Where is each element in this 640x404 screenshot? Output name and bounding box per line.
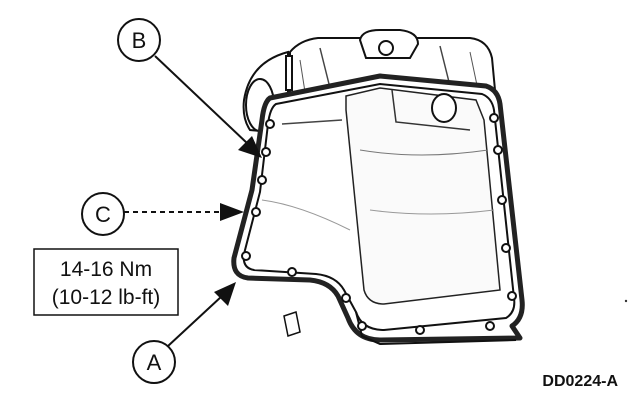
- callout-b-label: B: [132, 28, 147, 53]
- callout-a-arrowhead: [214, 282, 236, 306]
- figure-code: DD0224-A: [542, 373, 618, 390]
- bolt: [261, 147, 271, 157]
- callout-a-circle: [132, 340, 176, 384]
- callout-a-label: A: [147, 350, 162, 375]
- bolt: [485, 321, 495, 331]
- callout-c-label: C: [95, 202, 111, 227]
- bolt: [241, 251, 251, 261]
- bolt: [507, 291, 517, 301]
- torque-spec-line-2: (10-12 lb-ft): [52, 286, 161, 309]
- oil-pan: [242, 82, 517, 346]
- bolt: [265, 119, 275, 129]
- bolt: [489, 113, 499, 123]
- callout-a: A: [132, 282, 236, 384]
- callout-b-circle: [117, 18, 161, 62]
- callout-b: B: [117, 18, 262, 158]
- torque-spec-line-1: 14-16 Nm: [60, 258, 152, 281]
- torque-spec-frame: [33, 248, 179, 316]
- callout-b-leader: [154, 55, 249, 145]
- torque-spec-box: 14-16 Nm (10-12 lb-ft): [33, 248, 179, 316]
- scan-speck: [624, 299, 628, 303]
- bolt: [501, 243, 511, 253]
- bolt: [415, 325, 425, 335]
- bolt: [497, 195, 507, 205]
- callout-c: C: [81, 192, 244, 236]
- callout-c-arrowhead: [220, 203, 244, 221]
- bolt: [357, 321, 367, 331]
- bolt: [257, 175, 267, 185]
- bolt: [287, 267, 297, 277]
- pan-bolts: [241, 113, 517, 335]
- callout-b-arrowhead: [238, 136, 262, 158]
- bolt: [493, 145, 503, 155]
- bolt: [251, 207, 261, 217]
- callout-a-leader: [167, 295, 223, 347]
- callout-c-circle: [81, 192, 125, 236]
- bolt: [341, 293, 351, 303]
